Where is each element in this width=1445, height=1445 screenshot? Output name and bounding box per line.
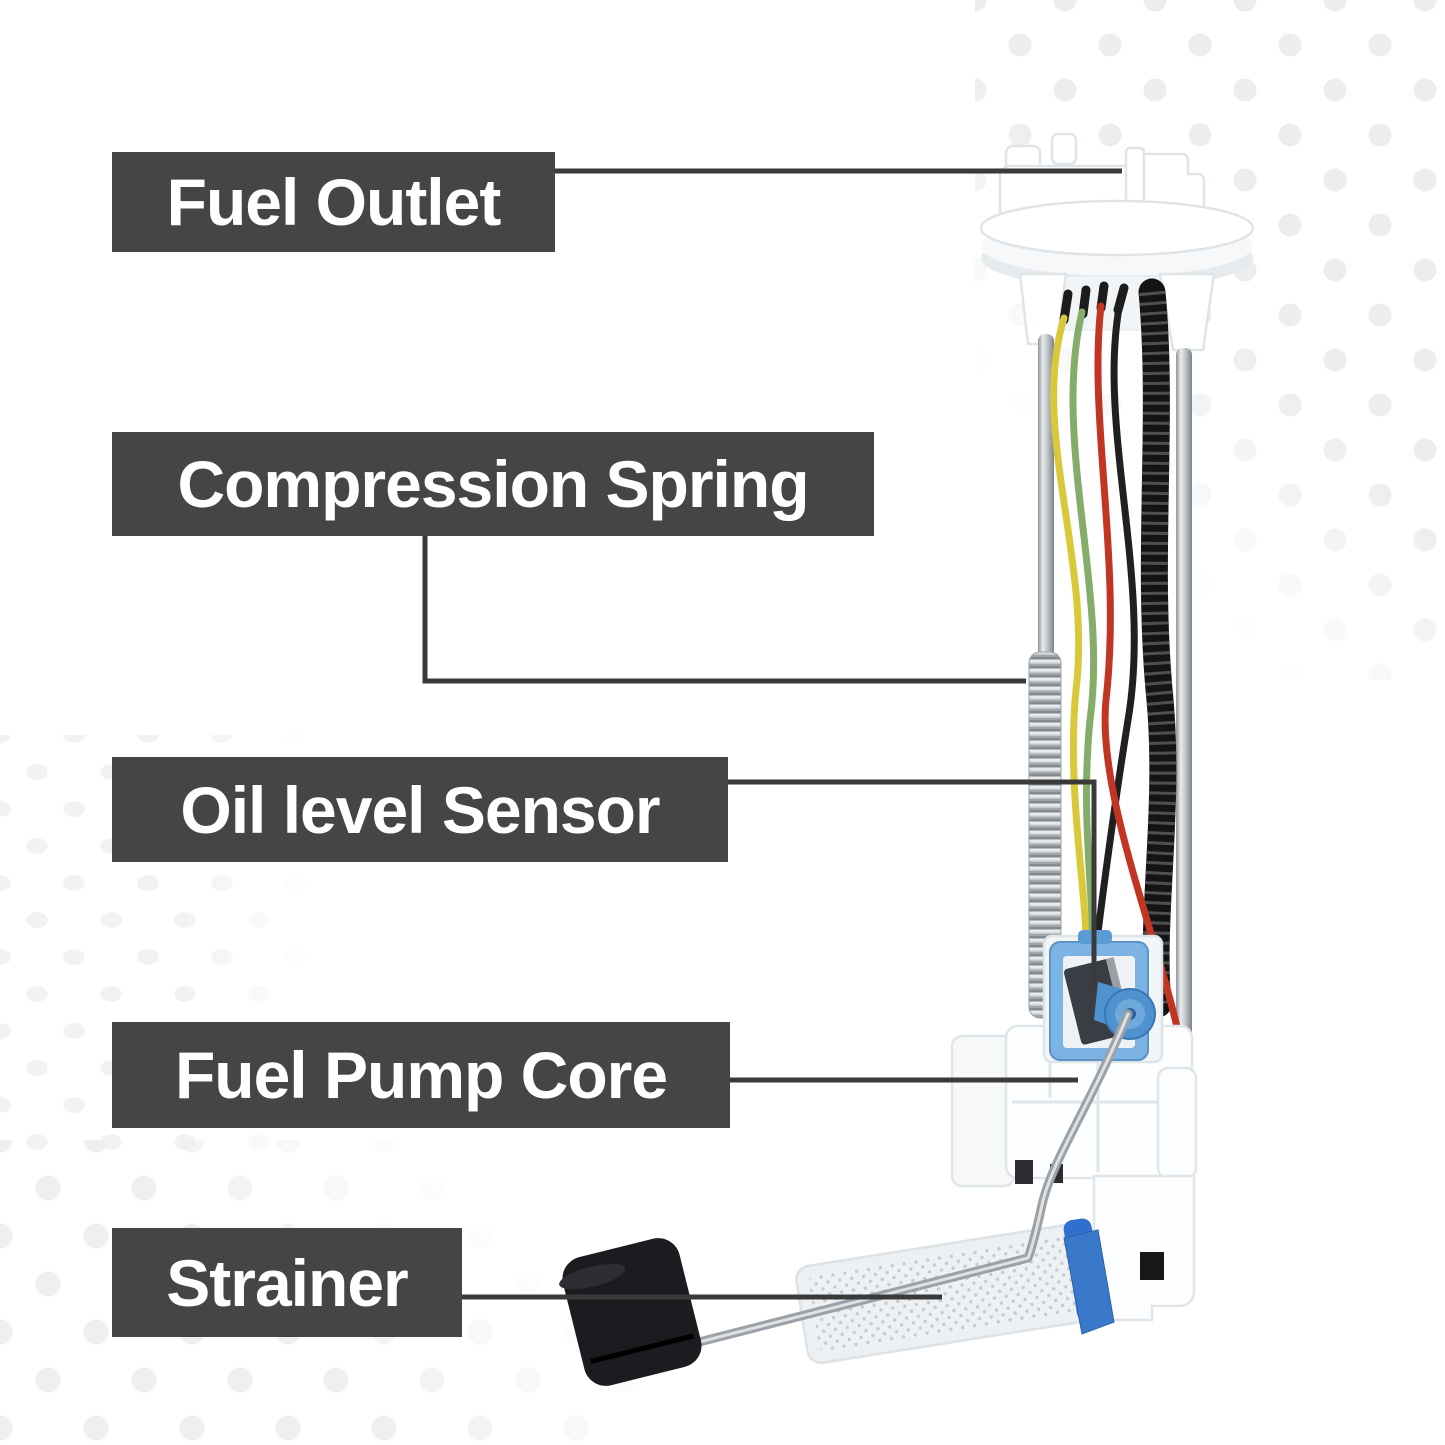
label-fuel-pump-core-text: Fuel Pump Core xyxy=(174,1038,668,1112)
float-arm xyxy=(655,1009,1133,1357)
oil-level-sensor xyxy=(1042,930,1164,1064)
leader-oil-level-sensor xyxy=(726,779,1097,988)
wire-yellow xyxy=(1050,314,1090,956)
standoff-right xyxy=(1158,272,1216,352)
leader-compression-spring xyxy=(422,534,1026,684)
label-fuel-pump-core: Fuel Pump Core xyxy=(112,1022,730,1128)
float xyxy=(559,1238,702,1386)
guide-rod-left xyxy=(1038,334,1054,658)
strainer-pad xyxy=(795,1218,1108,1365)
pump-connector xyxy=(1140,1252,1164,1280)
wiring-harness xyxy=(1050,302,1188,1066)
label-oil-level-sensor: Oil level Sensor xyxy=(112,757,728,862)
wire-black xyxy=(1092,304,1138,952)
wire-green xyxy=(1069,308,1098,954)
label-compression-spring: Compression Spring xyxy=(112,432,874,536)
leader-lines xyxy=(422,168,1122,1300)
label-oil-level-sensor-text: Oil level Sensor xyxy=(180,772,660,847)
label-fuel-outlet: Fuel Outlet xyxy=(112,152,555,252)
label-strainer-text: Strainer xyxy=(166,1245,408,1320)
fuel-pump-core-body xyxy=(950,1024,1198,1322)
label-compression-spring-text: Compression Spring xyxy=(177,447,809,521)
guide-rod-right xyxy=(1176,348,1192,1078)
label-fuel-outlet-text: Fuel Outlet xyxy=(166,165,502,239)
corrugated-sleeve xyxy=(1138,278,1177,1018)
label-strainer: Strainer xyxy=(112,1228,462,1337)
strainer-clip xyxy=(1063,1229,1115,1335)
